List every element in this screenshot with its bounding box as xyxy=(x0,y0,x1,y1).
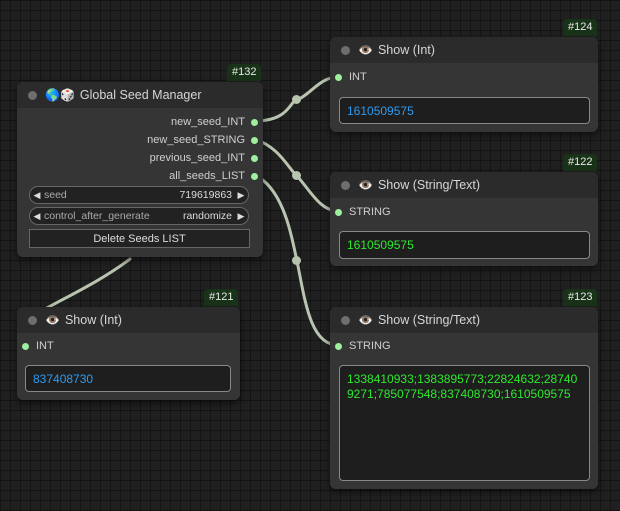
eye-icon: 👁️ xyxy=(358,313,373,327)
collapse-dot-icon[interactable] xyxy=(28,315,37,325)
seed-label: seed xyxy=(44,189,67,201)
slot-label: new_seed_INT xyxy=(171,116,245,128)
reroute-dot[interactable] xyxy=(292,256,301,265)
node-id-badge: #124 xyxy=(563,19,598,36)
slot-dot-icon[interactable] xyxy=(251,172,258,180)
show-int-node-121[interactable]: 👁️ Show (Int) INT 837408730 xyxy=(17,307,240,400)
collapse-dot-icon[interactable] xyxy=(341,180,350,190)
eye-icon: 👁️ xyxy=(45,313,60,327)
node-title-bar[interactable]: 👁️ Show (Int) xyxy=(17,307,240,333)
input-int[interactable]: INT xyxy=(335,70,367,84)
node-id-badge: #132 xyxy=(227,64,262,81)
control-value[interactable]: randomize xyxy=(182,210,232,222)
slot-dot-icon[interactable] xyxy=(251,136,258,144)
output-new-seed-string[interactable]: new_seed_STRING xyxy=(147,133,258,147)
collapse-dot-icon[interactable] xyxy=(28,90,37,100)
show-string-node-123[interactable]: 👁️ Show (String/Text) STRING 1338410933;… xyxy=(330,307,598,489)
int-display-field[interactable]: 837408730 xyxy=(25,365,231,392)
show-int-node-124[interactable]: 👁️ Show (Int) INT 1610509575 xyxy=(330,37,598,132)
output-previous-seed-int[interactable]: previous_seed_INT xyxy=(150,151,258,165)
reroute-dot[interactable] xyxy=(292,171,301,180)
slot-dot-icon[interactable] xyxy=(251,118,258,126)
show-string-node-122[interactable]: 👁️ Show (String/Text) STRING 1610509575 xyxy=(330,172,598,266)
output-new-seed-int[interactable]: new_seed_INT xyxy=(171,115,258,129)
node-title: Show (Int) xyxy=(377,43,435,57)
slot-dot-icon[interactable] xyxy=(251,154,258,162)
node-title: Show (String/Text) xyxy=(377,313,481,327)
slot-label: previous_seed_INT xyxy=(149,152,245,164)
slot-label: STRING xyxy=(349,340,391,352)
int-display-field[interactable]: 1610509575 xyxy=(339,97,590,124)
control-after-generate-widget[interactable]: ◀ control_after_generate randomize ▶ xyxy=(29,207,249,225)
node-title: Show (Int) xyxy=(64,313,122,327)
slot-dot-icon[interactable] xyxy=(335,342,342,350)
seed-value[interactable]: 719619863 xyxy=(179,189,232,201)
node-title-bar[interactable]: 🌎🎲 Global Seed Manager xyxy=(17,82,263,108)
node-id-badge: #123 xyxy=(563,289,598,306)
next-option-arrow-icon[interactable]: ▶ xyxy=(237,210,245,221)
output-all-seeds-list[interactable]: all_seeds_LIST xyxy=(169,169,258,183)
delete-seeds-list-button[interactable]: Delete Seeds LIST xyxy=(29,229,250,248)
string-display-field[interactable]: 1338410933;1383895773;22824632;287409271… xyxy=(339,365,590,481)
input-int[interactable]: INT xyxy=(22,339,54,353)
slot-label: INT xyxy=(349,71,367,83)
string-display-field[interactable]: 1610509575 xyxy=(339,231,590,259)
input-string[interactable]: STRING xyxy=(335,205,391,219)
collapse-dot-icon[interactable] xyxy=(341,315,350,325)
node-title-bar[interactable]: 👁️ Show (String/Text) xyxy=(330,172,598,198)
reroute-dot[interactable] xyxy=(292,95,301,104)
globe-dice-icon: 🌎🎲 xyxy=(45,88,75,102)
increment-arrow-icon[interactable]: ▶ xyxy=(237,189,245,200)
slot-label: all_seeds_LIST xyxy=(169,170,245,182)
control-label: control_after_generate xyxy=(44,210,150,222)
input-string[interactable]: STRING xyxy=(335,339,391,353)
node-title-bar[interactable]: 👁️ Show (String/Text) xyxy=(330,307,598,333)
node-id-badge: #121 xyxy=(204,289,239,306)
slot-label: new_seed_STRING xyxy=(147,134,245,146)
node-title: Global Seed Manager xyxy=(79,88,202,102)
slot-dot-icon[interactable] xyxy=(335,208,342,216)
node-title-bar[interactable]: 👁️ Show (Int) xyxy=(330,37,598,63)
slot-label: INT xyxy=(36,340,54,352)
slot-dot-icon[interactable] xyxy=(22,342,29,350)
prev-option-arrow-icon[interactable]: ◀ xyxy=(33,210,41,221)
slot-label: STRING xyxy=(349,206,391,218)
eye-icon: 👁️ xyxy=(358,178,373,192)
slot-dot-icon[interactable] xyxy=(335,73,342,81)
node-id-badge: #122 xyxy=(563,154,598,171)
decrement-arrow-icon[interactable]: ◀ xyxy=(33,189,41,200)
collapse-dot-icon[interactable] xyxy=(341,45,350,55)
eye-icon: 👁️ xyxy=(358,43,373,57)
node-title: Show (String/Text) xyxy=(377,178,481,192)
global-seed-manager-node[interactable]: 🌎🎲 Global Seed Manager new_seed_INT new_… xyxy=(17,82,263,257)
seed-widget[interactable]: ◀ seed 719619863 ▶ xyxy=(29,186,249,204)
